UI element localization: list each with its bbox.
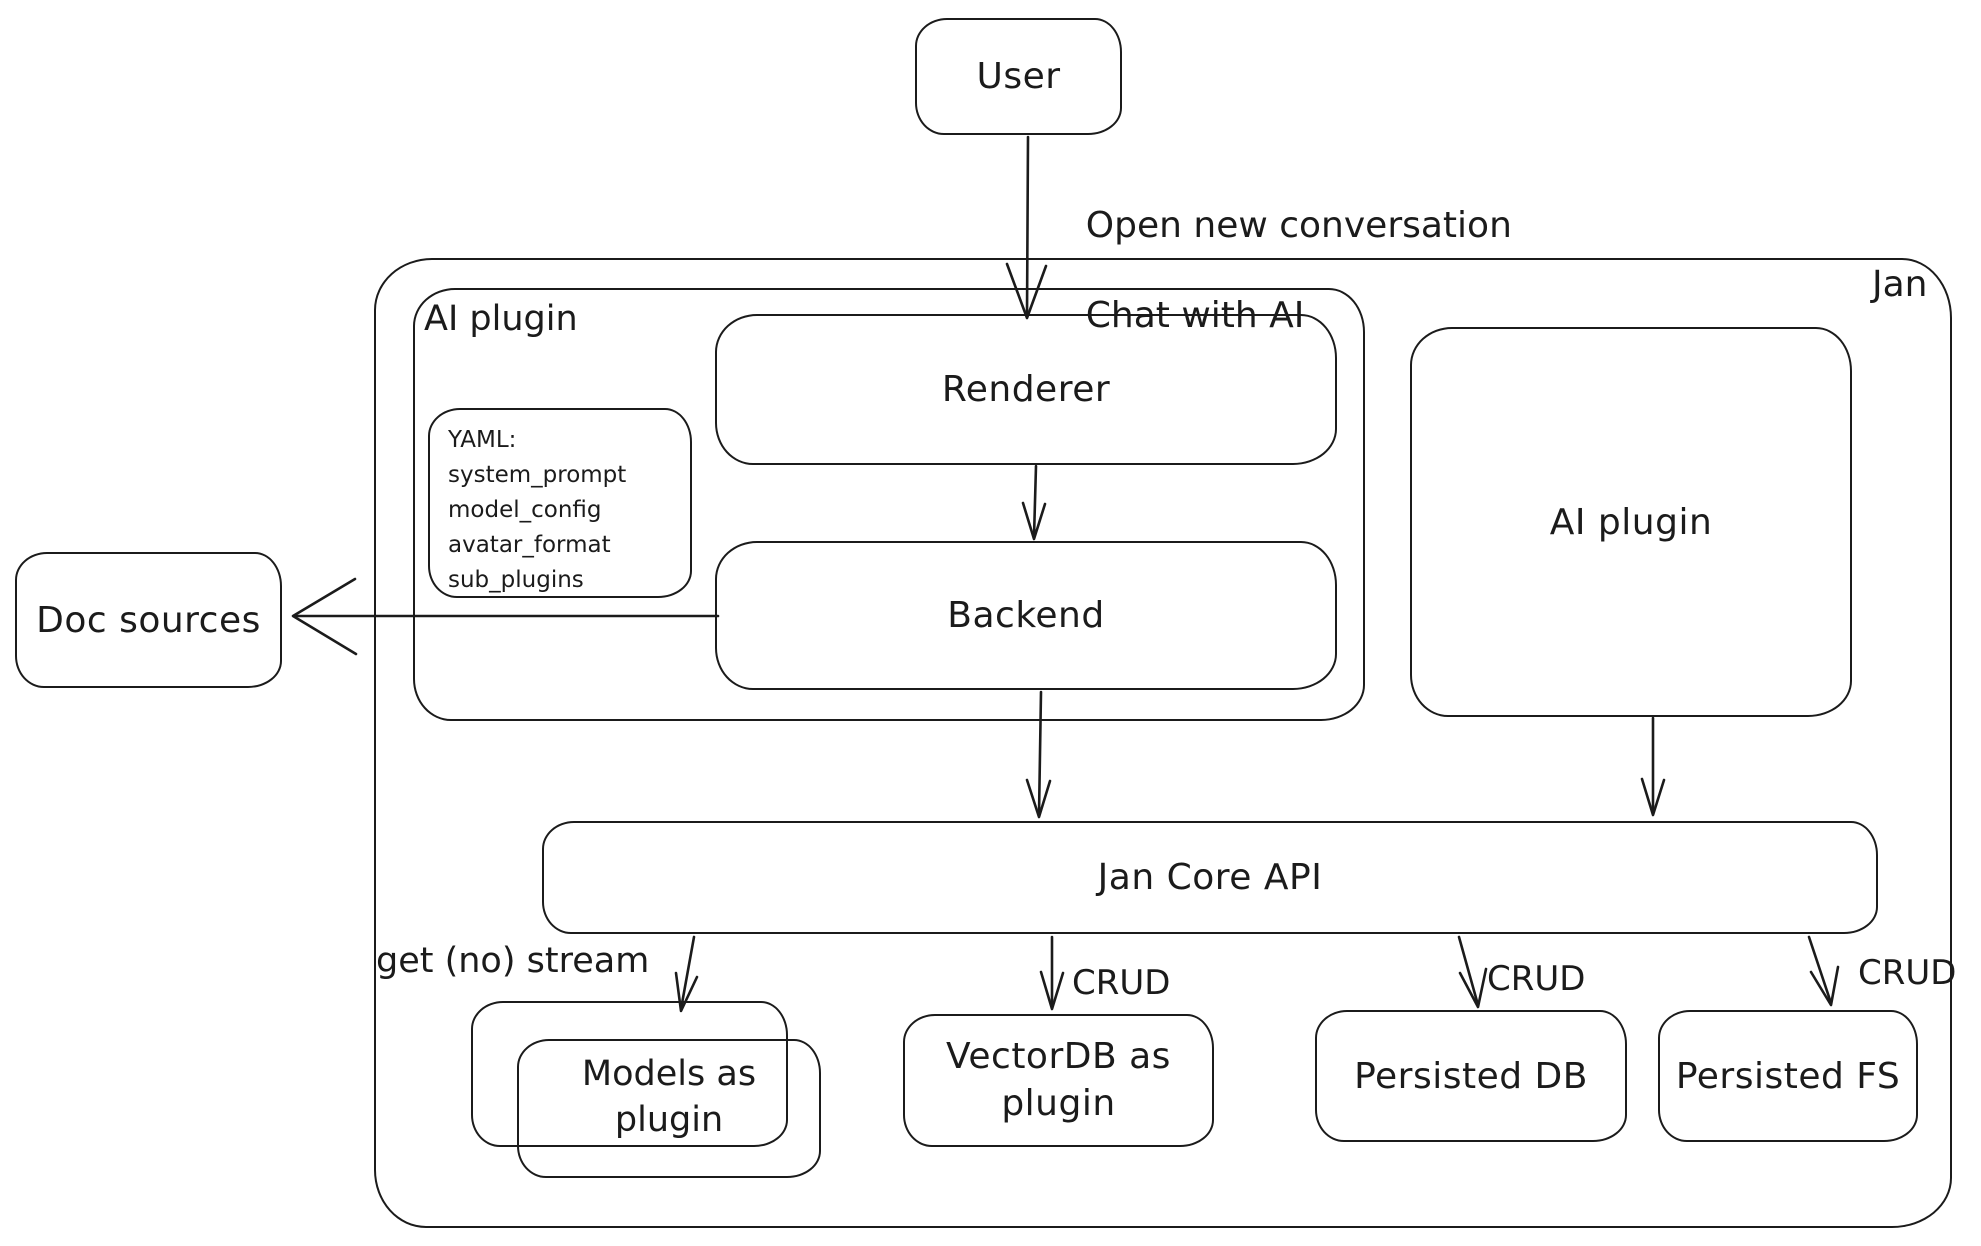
user-node-label: User [976,56,1061,97]
doc-sources-node-label: Doc sources [36,599,261,641]
yaml-line: avatar_format [448,532,611,558]
jan-core-api-node: Jan Core API [542,821,1878,934]
edge-label-crud-persisted-fs: CRUD [1858,953,1957,993]
ai-plugin-node-label: AI plugin [1549,501,1713,543]
backend-node: Backend [715,541,1337,690]
models-node-back [471,1001,788,1147]
models-node-label: Models as plugin [581,1054,757,1140]
yaml-line: YAML: [448,427,517,453]
edge-label-line1: Open new conversation [1085,205,1512,246]
edge-label-crud-vectordb: CRUD [1072,963,1171,1003]
persisted-fs-node-label: Persisted FS [1675,1055,1901,1097]
vectordb-node-label: VectorDB as plugin [946,1035,1171,1124]
vectordb-node: VectorDB as plugin [903,1014,1214,1147]
edge-label-get-no-stream: get (no) stream [376,941,650,981]
jan-core-api-node-label: Jan Core API [1097,857,1323,898]
ai-plugin-group-label: AI plugin [424,299,578,339]
edge-label-line2: Chat with AI [1085,295,1305,336]
edge-label-open-conversation: Open new conversation Chat with AI [1040,158,1512,383]
yaml-note: YAML: system_prompt model_config avatar_… [428,408,692,598]
jan-container [374,258,1952,1228]
ai-plugin-group [413,288,1365,721]
models-node [517,1039,821,1178]
backend-node-label: Backend [947,595,1105,636]
yaml-line: system_prompt [448,462,627,488]
ai-plugin-node: AI plugin [1410,327,1852,717]
yaml-note-text: YAML: system_prompt model_config avatar_… [430,410,632,598]
renderer-node: Renderer [715,314,1337,465]
persisted-db-node: Persisted DB [1315,1010,1627,1142]
persisted-fs-node: Persisted FS [1658,1010,1918,1142]
yaml-line: model_config [448,497,602,523]
doc-sources-node: Doc sources [15,552,282,688]
persisted-db-node-label: Persisted DB [1354,1055,1588,1097]
renderer-node-label: Renderer [941,369,1111,410]
edge-label-crud-persisted-db: CRUD [1487,959,1586,999]
user-node: User [915,18,1122,135]
jan-container-label: Jan [1872,264,1928,305]
yaml-line: sub_plugins [448,567,584,593]
